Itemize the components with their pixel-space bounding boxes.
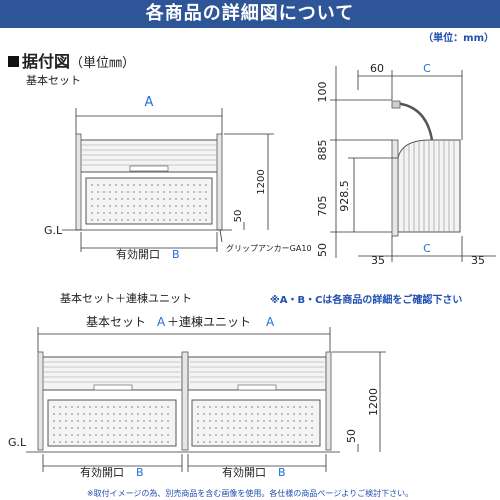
combo-dim-50: 50 [345,429,358,443]
section-title-text: 据付図 [22,52,71,71]
combo-caption: 基本セット＋連棟ユニット [60,292,192,305]
combo-width-a1: A [157,315,166,329]
combo-opening-b2: B [278,466,286,479]
side-35-right-label: 35 [471,254,485,267]
side-view: 60 C 100 885 705 [316,62,496,267]
disclaimer: ※取付イメージの為、別売商品を含む画像を使用。各仕様の商品ページよりご検討下さい… [86,489,414,498]
combo-width-a2: A [266,315,275,329]
combo-opening-prefix-1: 有効開口 [80,465,124,479]
base-set-front-view: A G.L [44,95,312,261]
side-c-bottom-label: C [423,242,431,255]
opening-prefix: 有効開口 [116,247,160,261]
dim-50-label: 50 [233,210,244,223]
combo-width-mid: ＋連棟ユニット [167,314,251,329]
side-928-label: 928.5 [338,180,351,212]
base-set-caption: 基本セット [26,74,81,87]
opening-b-label: B [172,248,180,261]
side-885-label: 885 [316,140,329,161]
header-banner [0,0,500,28]
side-100-label: 100 [316,82,329,103]
side-c-top-label: C [423,62,431,75]
width-a-label: A [145,95,154,110]
height-1200-label: 1200 [256,169,267,194]
anchor-note: グリップアンカーGA10 [226,243,312,253]
combo-opening-prefix-2: 有効開口 [222,465,266,479]
gl-label: G.L [44,224,63,237]
combo-front-view: 基本セット A ＋連棟ユニット A [8,314,386,479]
combo-gl-label: G.L [8,436,27,449]
section-title: 据付図（単位㎜） [8,48,135,72]
side-50-label: 50 [316,243,329,257]
units-label: （単位：mm） [423,33,494,44]
page-title: 各商品の詳細図について [145,3,355,24]
side-705-label: 705 [316,196,329,217]
section-unit: （単位㎜） [70,56,136,71]
bullet-square-icon [8,56,19,67]
side-35-left-label: 35 [371,254,385,267]
combo-height-1200: 1200 [367,388,380,416]
abc-notice: ※A・B・Cは各商品の詳細をご確認下さい [270,295,463,306]
side-60-label: 60 [370,62,384,75]
combo-opening-b1: B [136,466,144,479]
combo-width-prefix: 基本セット [86,315,146,329]
